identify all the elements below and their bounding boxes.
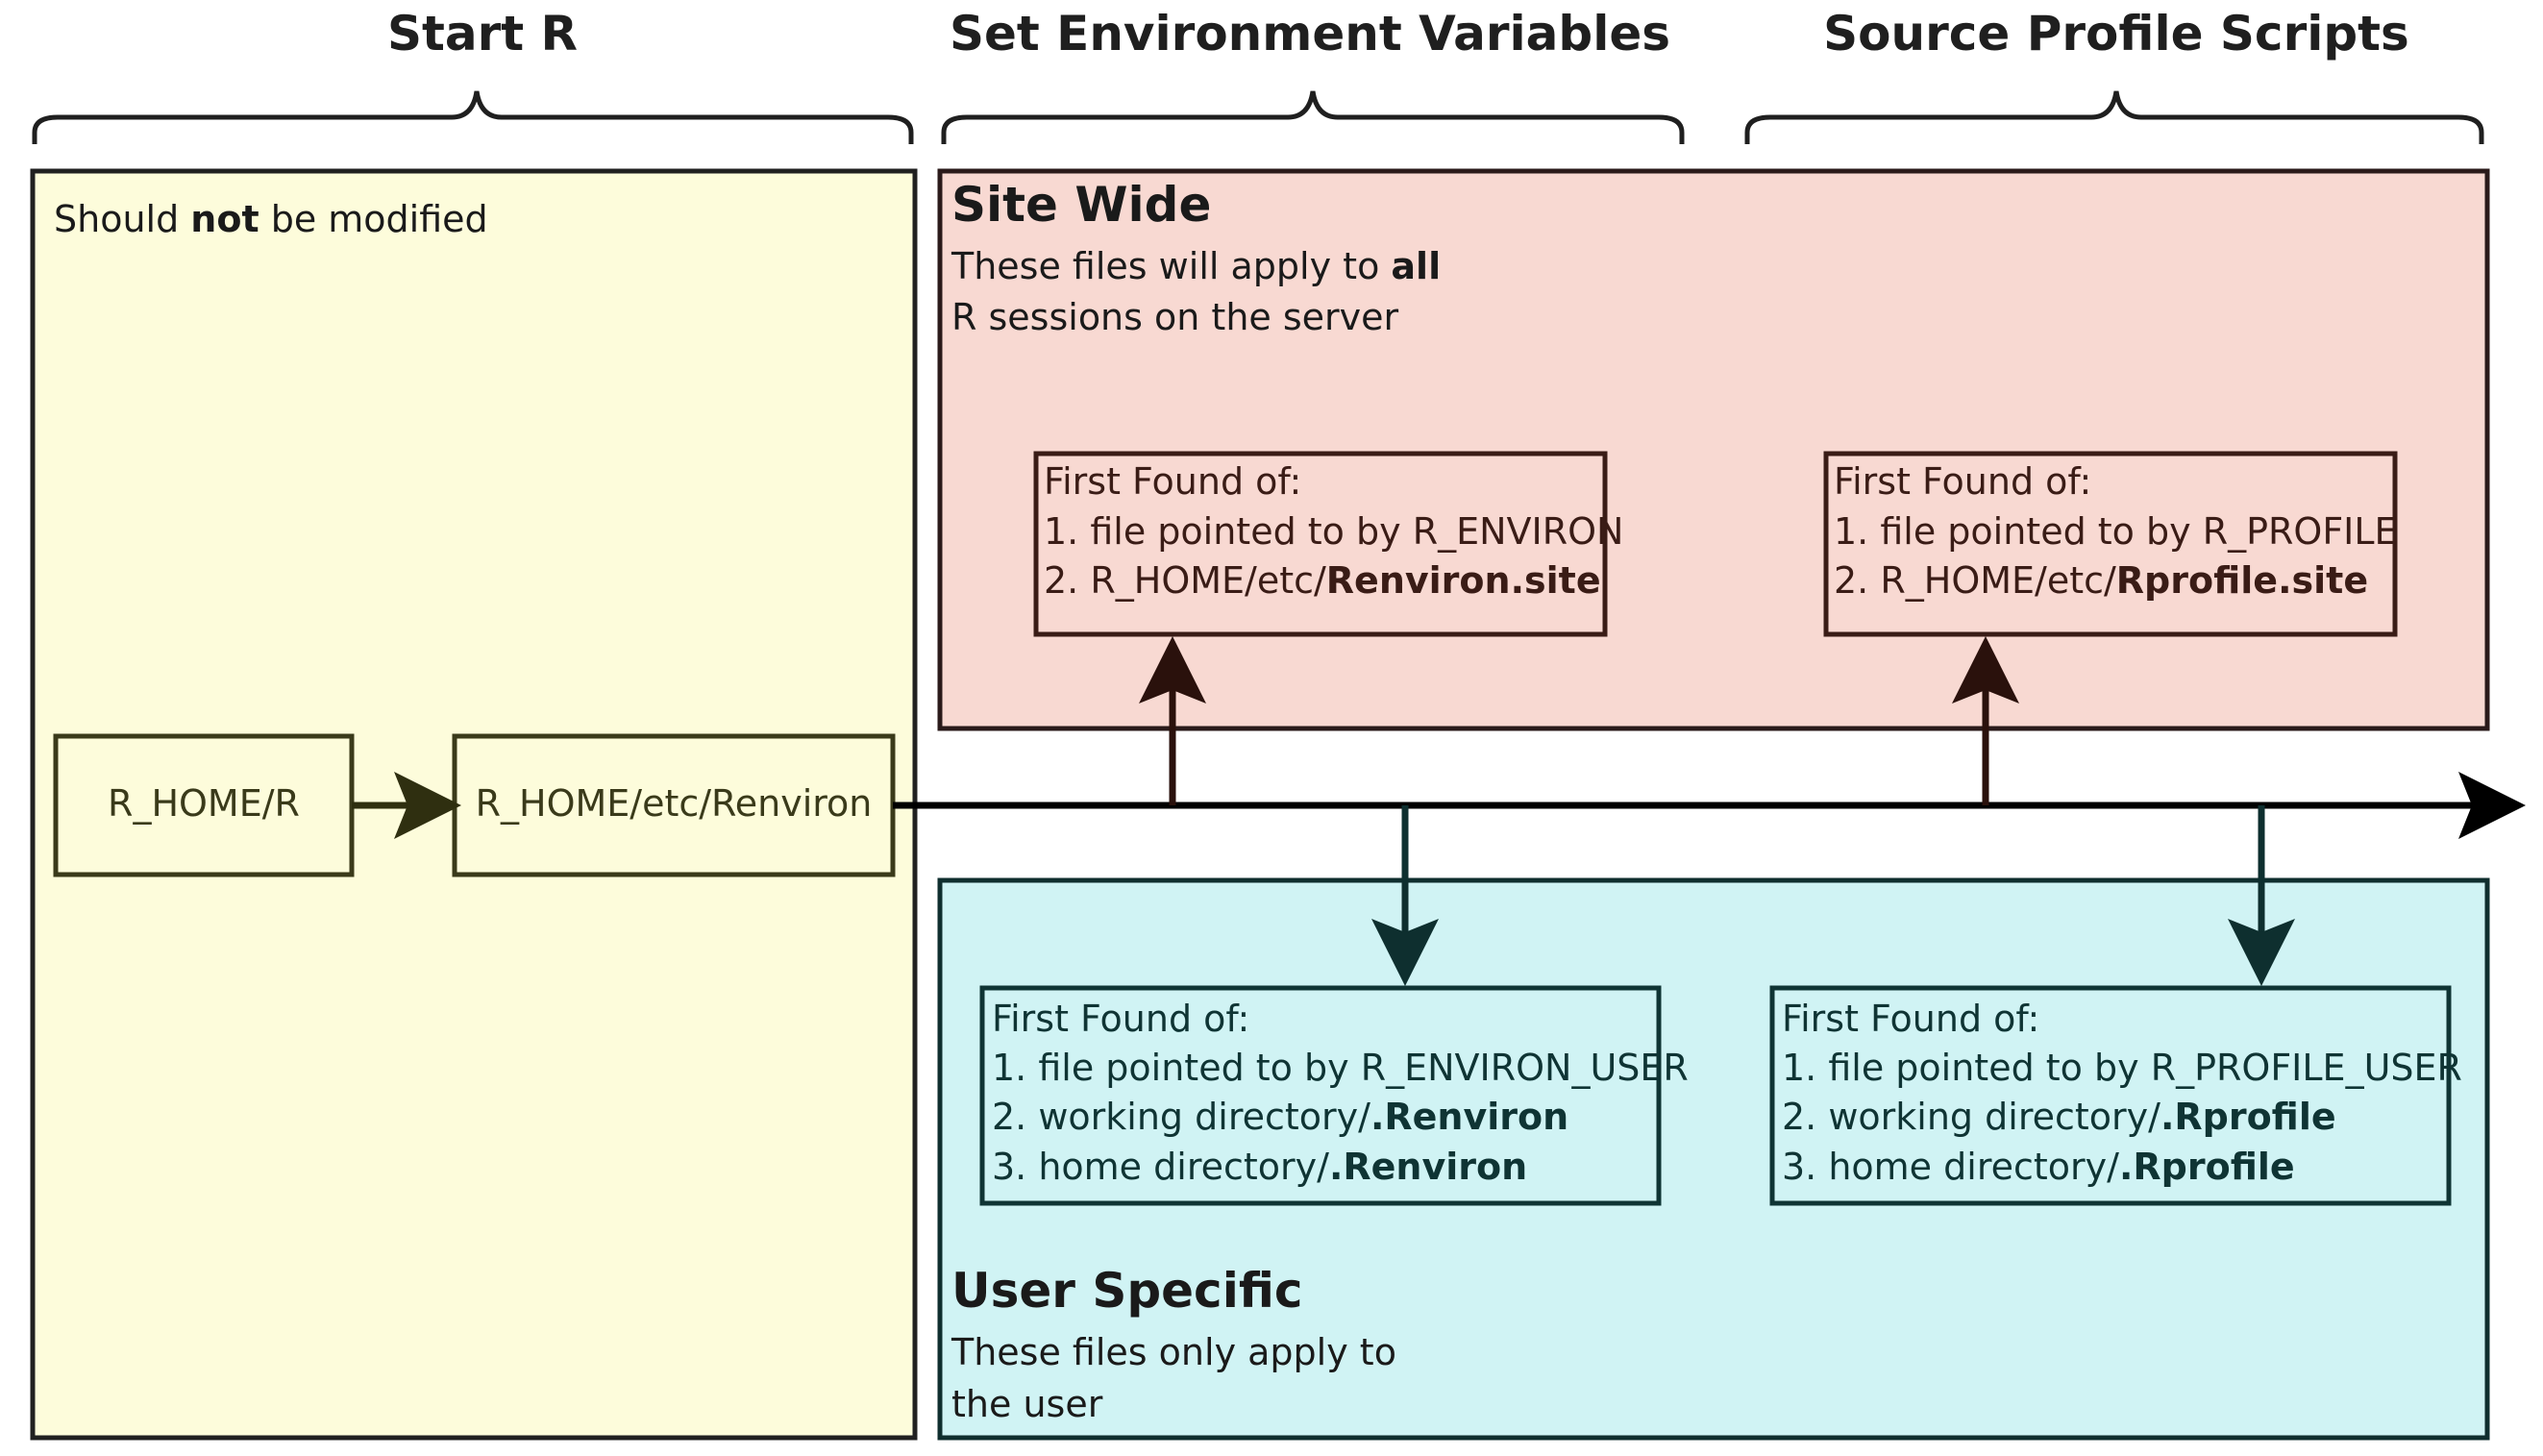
site-renviron-line2: 1. file pointed to by R_ENVIRON: [1044, 510, 1623, 553]
user-specific-desc-line1: These files only apply to: [951, 1331, 1396, 1373]
brace-source-profile: [1744, 90, 2484, 144]
user-rprofile-box: [1769, 985, 2452, 1206]
user-renviron-line2: 1. file pointed to by R_ENVIRON_USER: [992, 1047, 1689, 1089]
user-rprofile-line2: 1. file pointed to by R_PROFILE_USER: [1782, 1047, 2462, 1089]
site-wide-title: Site Wide: [951, 177, 1211, 233]
site-rprofile-box: [1823, 451, 2398, 637]
site-renviron-line3: 2. R_HOME/etc/Renviron.site: [1044, 559, 1601, 602]
user-rprofile-line1: First Found of:: [1782, 998, 2039, 1040]
user-renviron-box: [979, 985, 1662, 1206]
site-rprofile-line3: 2. R_HOME/etc/Rprofile.site: [1834, 559, 2368, 602]
header-set-env: Set Environment Variables: [950, 6, 1670, 62]
site-wide-desc-line1: These files will apply to all: [951, 245, 1441, 287]
site-renviron-line1: First Found of:: [1044, 460, 1301, 503]
start-r-panel: [30, 168, 918, 1441]
r-home-renviron-label: R_HOME/etc/Renviron: [476, 782, 873, 825]
user-rprofile-line3: 2. working directory/.Rprofile: [1782, 1096, 2336, 1138]
user-renviron-line1: First Found of:: [992, 998, 1249, 1040]
header-source-profile: Source Profile Scripts: [1823, 6, 2409, 62]
site-rprofile-line1: First Found of:: [1834, 460, 2091, 503]
site-renviron-box: [1033, 451, 1608, 637]
user-renviron-line3: 2. working directory/.Renviron: [992, 1096, 1568, 1138]
start-r-note: Should not be modified: [54, 198, 488, 240]
r-home-r-label: R_HOME/R: [108, 782, 300, 825]
site-wide-desc-line2: R sessions on the server: [951, 296, 1399, 338]
header-start-r: Start R: [387, 6, 578, 62]
brace-start-r: [32, 90, 914, 144]
user-rprofile-line4: 3. home directory/.Rprofile: [1782, 1146, 2295, 1188]
site-rprofile-line2: 1. file pointed to by R_PROFILE: [1834, 510, 2398, 553]
user-specific-desc-line2: the user: [951, 1383, 1103, 1425]
user-renviron-line4: 3. home directory/.Renviron: [992, 1146, 1527, 1188]
brace-set-env: [941, 90, 1685, 144]
user-specific-title: User Specific: [951, 1263, 1303, 1319]
